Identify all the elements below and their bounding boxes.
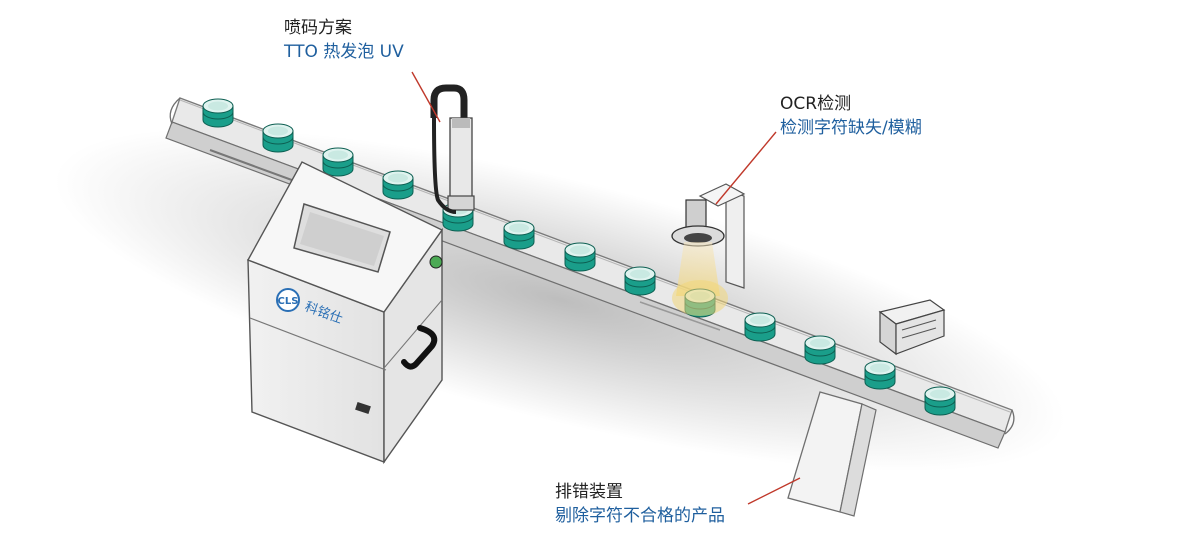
reject-chute [787, 391, 877, 517]
bottle-cap [262, 123, 294, 153]
bottle-cap [564, 242, 596, 272]
bottle-cap [322, 147, 354, 177]
leader-line-printing [411, 71, 441, 123]
annotation-printing: 喷码方案 TTO 热发泡 UV [284, 16, 404, 64]
bottle-cap [382, 170, 414, 200]
bottle-cap [202, 98, 234, 128]
annotation-ocr-title: OCR检测 [780, 94, 852, 114]
bottles [202, 98, 956, 416]
bottle-cap [864, 360, 896, 390]
annotation-reject-subtitle: 剔除字符不合格的产品 [555, 506, 725, 526]
bottle-cap [804, 335, 836, 365]
ocr-camera-stand [671, 183, 746, 296]
annotation-ocr-subtitle: 检测字符缺失/模糊 [780, 118, 922, 138]
reject-pusher [878, 299, 946, 356]
leader-line-reject [747, 477, 801, 505]
bottle-cap [624, 266, 656, 296]
print-head [430, 84, 475, 214]
bottle-cap [924, 386, 956, 416]
annotation-ocr: OCR检测 检测字符缺失/模糊 [780, 92, 922, 140]
annotation-reject-title: 排错装置 [555, 482, 623, 502]
annotation-printing-title: 喷码方案 [284, 18, 352, 38]
annotation-printing-subtitle: TTO 热发泡 UV [284, 42, 404, 62]
leader-line-ocr [715, 131, 777, 205]
annotation-reject: 排错装置 剔除字符不合格的产品 [555, 480, 725, 528]
inspection-highlight [672, 280, 728, 316]
bottle-cap [503, 220, 535, 250]
brand-logo-mark: CLS [278, 296, 299, 307]
printer-cabinet: CLS 科铭仕 [246, 161, 444, 465]
bottle-cap [744, 312, 776, 342]
leader-lines [411, 71, 801, 505]
